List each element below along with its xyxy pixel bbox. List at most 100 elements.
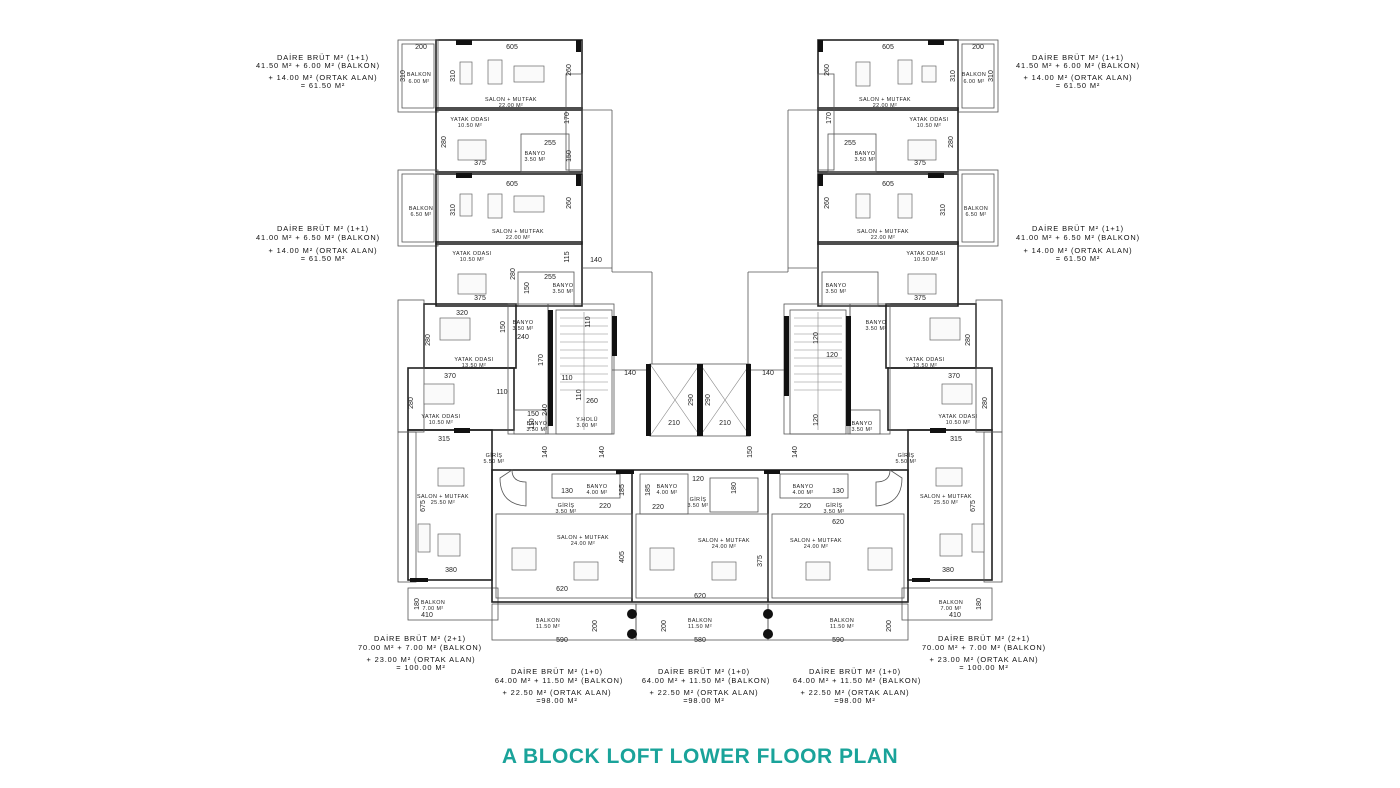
- dimension: 110: [585, 316, 592, 327]
- dimension: 115: [564, 251, 571, 262]
- room-label: SALON + MUTFAK: [920, 494, 972, 500]
- room-label: 11.50 M²: [536, 624, 560, 630]
- dimension: 280: [425, 334, 432, 346]
- unit-info-line: DAİRE BRÜT M² (1+1): [277, 224, 369, 233]
- room-label: BALKON: [407, 72, 431, 78]
- room-label: GİRİŞ: [690, 496, 707, 503]
- room-label: 5.50 M²: [483, 459, 504, 465]
- dimension: 210: [668, 420, 680, 427]
- dimension: 375: [914, 160, 926, 167]
- dimension: 170: [826, 112, 833, 124]
- room-label: 3.50 M²: [851, 427, 872, 433]
- room-label: 3.50 M²: [865, 326, 886, 332]
- room-label: 25.50 M²: [431, 500, 455, 506]
- dimension: 310: [988, 70, 995, 82]
- room-label: 10.50 M²: [429, 420, 453, 426]
- dimension: 140: [599, 446, 606, 458]
- dimension: 255: [544, 274, 556, 281]
- room-label: BALKON: [409, 206, 433, 212]
- dimension: 620: [556, 586, 568, 593]
- bottom-units-walls: [491, 469, 909, 641]
- dimension: 130: [832, 488, 844, 495]
- dimension: 375: [474, 160, 486, 167]
- dimension: 260: [566, 64, 573, 76]
- room-label: 3.50 M²: [854, 157, 875, 163]
- dimension: 120: [692, 476, 704, 483]
- dimension: 280: [408, 397, 415, 409]
- dimension: 290: [688, 394, 695, 406]
- room-label: 6.50 M²: [410, 212, 431, 218]
- unit-info-line: =98.00 M²: [683, 696, 725, 705]
- room-label: 24.00 M²: [712, 544, 736, 550]
- room-label: GİRİŞ: [558, 502, 575, 509]
- dimension: 150: [747, 446, 754, 458]
- room-label: 13.50 M²: [462, 363, 486, 369]
- room-label: 11.50 M²: [688, 624, 712, 630]
- dimension: 380: [942, 567, 954, 574]
- dimension: 185: [619, 484, 626, 496]
- room-label: 3.50 M²: [555, 509, 576, 515]
- dimension: 110: [496, 389, 507, 396]
- dimension: 140: [542, 446, 549, 458]
- room-label: BANYO: [587, 484, 608, 490]
- room-label: 3.50 M²: [512, 326, 533, 332]
- dimension: 140: [762, 370, 774, 377]
- building-core: [548, 309, 851, 437]
- room-label: SALON + MUTFAK: [857, 229, 909, 235]
- room-label: BANYO: [657, 484, 678, 490]
- room-label: SALON + MUTFAK: [698, 538, 750, 544]
- dimension: 620: [832, 519, 844, 526]
- dimension: 120: [813, 414, 820, 426]
- unit-info-line: + 23.00 M² (ORTAK ALAN): [930, 655, 1039, 664]
- room-label: BANYO: [793, 484, 814, 490]
- room-label: 10.50 M²: [914, 257, 938, 263]
- room-label: SALON + MUTFAK: [790, 538, 842, 544]
- unit-info-line: 70.00 M² + 7.00 M² (BALKON): [358, 643, 482, 652]
- dimension-labels: 605 200 605 375 255 375 255 140 320 240 …: [415, 44, 984, 644]
- unit-info-line: + 22.50 M² (ORTAK ALAN): [503, 688, 612, 697]
- dimension: 150: [500, 321, 507, 333]
- dimension: 200: [415, 44, 427, 51]
- room-label: 10.50 M²: [460, 257, 484, 263]
- dimension: 140: [624, 370, 636, 377]
- room-label: BANYO: [855, 151, 876, 157]
- unit-info-line: = 100.00 M²: [959, 663, 1009, 672]
- unit-area-info: DAİRE BRÜT M² (1+1) 41.50 M² + 6.00 M² (…: [256, 53, 1140, 705]
- unit-info-line: DAİRE BRÜT M² (1+1): [277, 53, 369, 62]
- room-label: 6.00 M²: [408, 79, 429, 85]
- room-label: 3.50 M²: [526, 427, 547, 433]
- unit-info-line: 41.50 M² + 6.00 M² (BALKON): [1016, 61, 1140, 70]
- dimension: 315: [438, 436, 450, 443]
- unit-info-line: 41.50 M² + 6.00 M² (BALKON): [256, 61, 380, 70]
- unit-info-line: 64.00 M² + 11.50 M² (BALKON): [793, 676, 921, 685]
- unit-info-line: = 61.50 M²: [1056, 254, 1101, 263]
- unit-info-line: = 100.00 M²: [396, 663, 446, 672]
- room-label: BALKON: [962, 72, 986, 78]
- dimension: 405: [619, 551, 626, 563]
- unit-info-line: + 22.50 M² (ORTAK ALAN): [650, 688, 759, 697]
- dimension: 140: [792, 446, 799, 458]
- unit-info-line: 41.00 M² + 6.50 M² (BALKON): [1016, 233, 1140, 242]
- dimension: 150: [527, 411, 539, 418]
- room-label: BANYO: [525, 151, 546, 157]
- unit-info-line: DAİRE BRÜT M² (1+1): [1032, 53, 1124, 62]
- dimension: 255: [544, 140, 556, 147]
- room-label: SALON + MUTFAK: [417, 494, 469, 500]
- dimension: 240: [542, 404, 549, 416]
- unit-info-line: =98.00 M²: [536, 696, 578, 705]
- dimension: 170: [564, 112, 571, 124]
- room-label: YATAK ODASI: [938, 414, 977, 420]
- dimension: 280: [965, 334, 972, 346]
- unit-info-line: 64.00 M² + 11.50 M² (BALKON): [495, 676, 623, 685]
- dimension: 220: [599, 503, 611, 510]
- dimension: 180: [976, 598, 983, 610]
- dimension: 370: [948, 373, 960, 380]
- dimension: 375: [914, 295, 926, 302]
- dimension: 620: [694, 593, 706, 600]
- unit-info-line: = 61.50 M²: [1056, 81, 1101, 90]
- dimension: 605: [506, 181, 518, 188]
- dimension-labels-vertical: 310 310 260 170 280 150 310 260 115 280 …: [400, 64, 995, 632]
- dimension: 580: [694, 637, 706, 644]
- room-label: 10.50 M²: [458, 123, 482, 129]
- room-label: 3.50 M²: [687, 503, 708, 509]
